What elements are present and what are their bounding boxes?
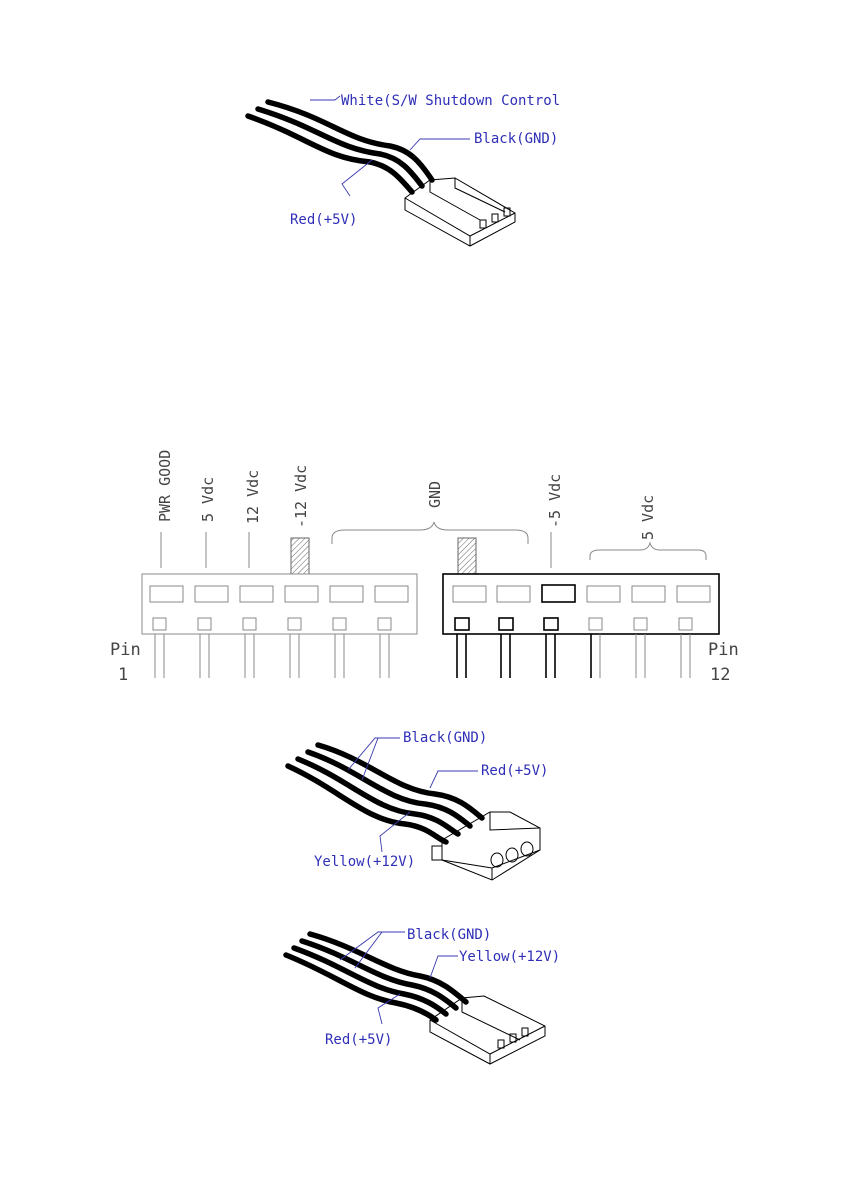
label-black-wire: Black(GND) [474, 131, 558, 147]
leader-red [342, 160, 372, 196]
label-neg5vdc: -5 Vdc [546, 474, 564, 528]
key-block-left [291, 538, 309, 574]
label-5vdc-a: 5 Vdc [199, 477, 217, 522]
molex-connector: Black(GND) Red(+5V) Yellow(+12V) [288, 730, 548, 880]
molex-label-yellow: Yellow(+12V) [314, 854, 415, 870]
pin-word-left: Pin [110, 640, 141, 660]
leader-black [410, 139, 470, 150]
label-neg12vdc: -12 Vdc [292, 465, 310, 528]
floppy-label-red: Red(+5V) [325, 1032, 392, 1048]
label-white-wire: White(S/W Shutdown Control [341, 93, 560, 109]
header-right-pins [457, 634, 690, 678]
label-gnd: GND [426, 481, 444, 508]
header-left-slots [150, 586, 408, 630]
pin-number-12: 12 [710, 665, 730, 685]
label-pwr-good: PWR GOOD [156, 450, 174, 522]
header-right-body [443, 574, 719, 634]
5vdc-brace [590, 543, 706, 560]
pin-word-right: Pin [708, 640, 739, 660]
molex-label-black: Black(GND) [403, 730, 487, 746]
label-red-wire: Red(+5V) [290, 212, 357, 228]
connector-3pin: White(S/W Shutdown Control Black(GND) Re… [248, 93, 560, 246]
molex-housing [432, 812, 540, 880]
pin-number-1: 1 [118, 665, 128, 685]
key-block-right [458, 538, 476, 574]
atx-header: PWR GOOD 5 Vdc 12 Vdc -12 Vdc GND -5 Vdc… [110, 450, 739, 685]
floppy-connector: Black(GND) Yellow(+12V) Red(+5V) [286, 927, 560, 1064]
leader-white [310, 96, 340, 100]
header-left-body [142, 574, 417, 634]
header-right-slots [453, 585, 710, 630]
molex-label-red: Red(+5V) [481, 763, 548, 779]
label-12vdc: 12 Vdc [244, 470, 262, 524]
floppy-label-yellow: Yellow(+12V) [459, 949, 560, 965]
header-left-pins [155, 634, 389, 678]
floppy-housing [430, 996, 545, 1064]
label-5vdc-b: 5 Vdc [639, 495, 657, 540]
floppy-label-black: Black(GND) [407, 927, 491, 943]
gnd-brace [332, 522, 528, 544]
